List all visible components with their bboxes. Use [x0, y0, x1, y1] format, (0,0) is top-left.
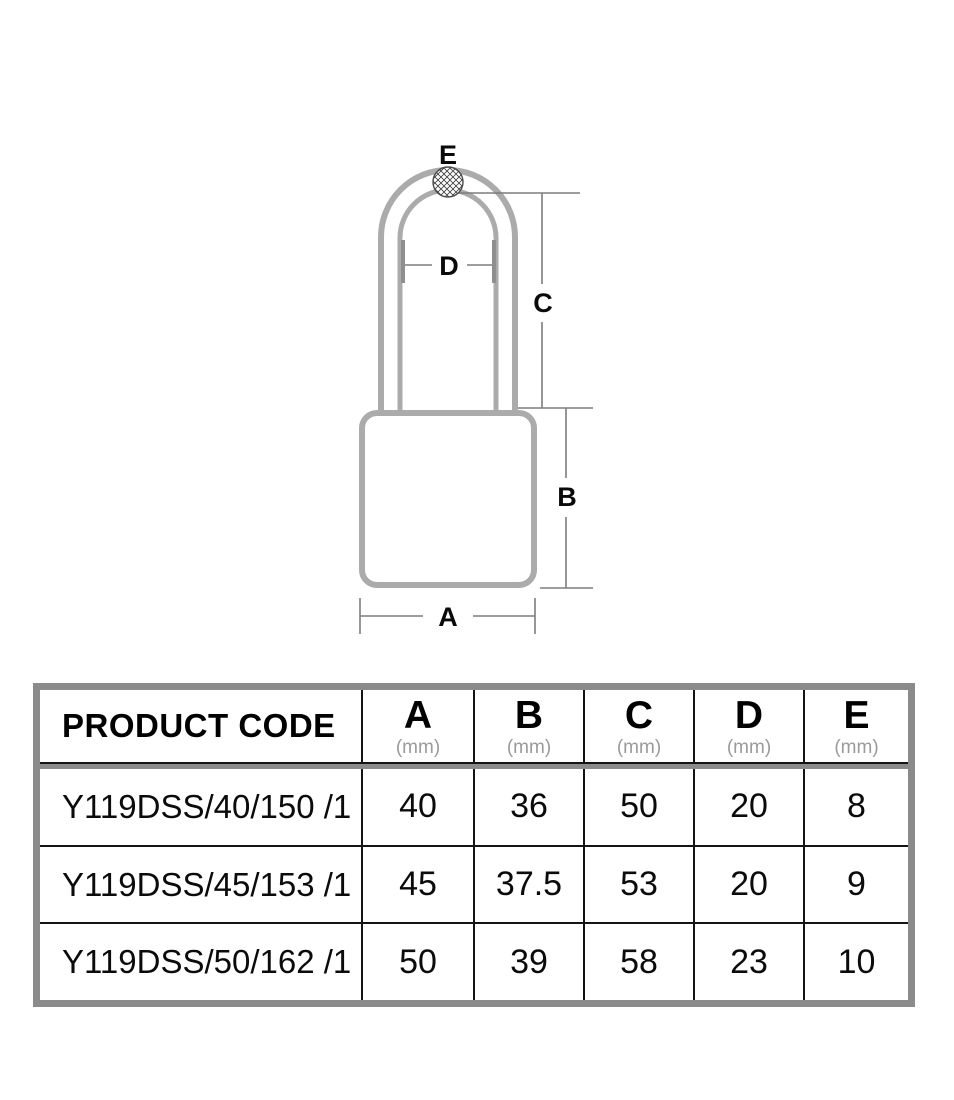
- product-code-value: Y119DSS/45/153 /1: [62, 865, 352, 903]
- dim-label-a: A: [438, 602, 458, 632]
- value-c: 50: [583, 769, 693, 845]
- header-product-code: PRODUCT CODE: [62, 707, 336, 744]
- dim-label-b: B: [557, 482, 577, 512]
- header-unit-a: (mm): [395, 736, 441, 758]
- dim-label-d: D: [439, 251, 459, 281]
- header-letter-b: B: [514, 693, 544, 737]
- value-c: 53: [583, 846, 693, 923]
- padlock-body: [359, 410, 537, 588]
- header-letter-e: E: [843, 693, 870, 737]
- value-e: 8: [803, 769, 908, 845]
- header-letter-a: A: [403, 693, 433, 737]
- header-letter-c: C: [624, 693, 654, 737]
- header-unit-b: (mm): [506, 736, 552, 758]
- value-e: 10: [803, 924, 908, 1001]
- product-code-value: Y119DSS/50/162 /1: [62, 943, 352, 981]
- value-d: 23: [693, 924, 803, 1001]
- dim-label-e: E: [439, 140, 457, 170]
- header-unit-c: (mm): [616, 736, 662, 758]
- product-code-value: Y119DSS/40/150 /1: [62, 787, 352, 825]
- value-b: 37.5: [473, 846, 583, 923]
- value-d: 20: [693, 846, 803, 923]
- header-col-e: E (mm): [803, 690, 908, 762]
- value-a: 50: [361, 924, 473, 1001]
- value-b: 36: [473, 769, 583, 845]
- value-a: 40: [361, 769, 473, 845]
- spec-table: PRODUCT CODE A (mm) B (mm) C (mm) D (mm)…: [33, 683, 915, 1007]
- header-col-a: A (mm): [361, 690, 473, 762]
- value-c: 58: [583, 924, 693, 1001]
- value-a: 45: [361, 846, 473, 923]
- dim-label-c: C: [533, 288, 553, 318]
- table-header-row: PRODUCT CODE A (mm) B (mm) C (mm) D (mm)…: [40, 690, 908, 764]
- value-e: 9: [803, 846, 908, 923]
- value-d: 20: [693, 769, 803, 845]
- header-divider: [40, 764, 908, 769]
- table-row: Y119DSS/50/162 /1 50 39 58 23 10: [40, 922, 908, 1001]
- value-b: 39: [473, 924, 583, 1001]
- padlock-dimension-diagram: E D C B A: [359, 140, 593, 634]
- dimension-d-ticks: [401, 240, 496, 283]
- header-col-c: C (mm): [583, 690, 693, 762]
- header-letter-d: D: [734, 693, 764, 737]
- header-col-b: B (mm): [473, 690, 583, 762]
- dimension-lines: [359, 192, 593, 634]
- shackle-inner-outline: [397, 187, 499, 415]
- header-unit-e: (mm): [834, 736, 879, 758]
- table-row: Y119DSS/40/150 /1 40 36 50 20 8: [40, 769, 908, 845]
- table-row: Y119DSS/45/153 /1 45 37.5 53 20 9: [40, 844, 908, 923]
- header-unit-d: (mm): [726, 736, 772, 758]
- header-col-d: D (mm): [693, 690, 803, 762]
- shackle-cross-section-hatch: [432, 166, 464, 198]
